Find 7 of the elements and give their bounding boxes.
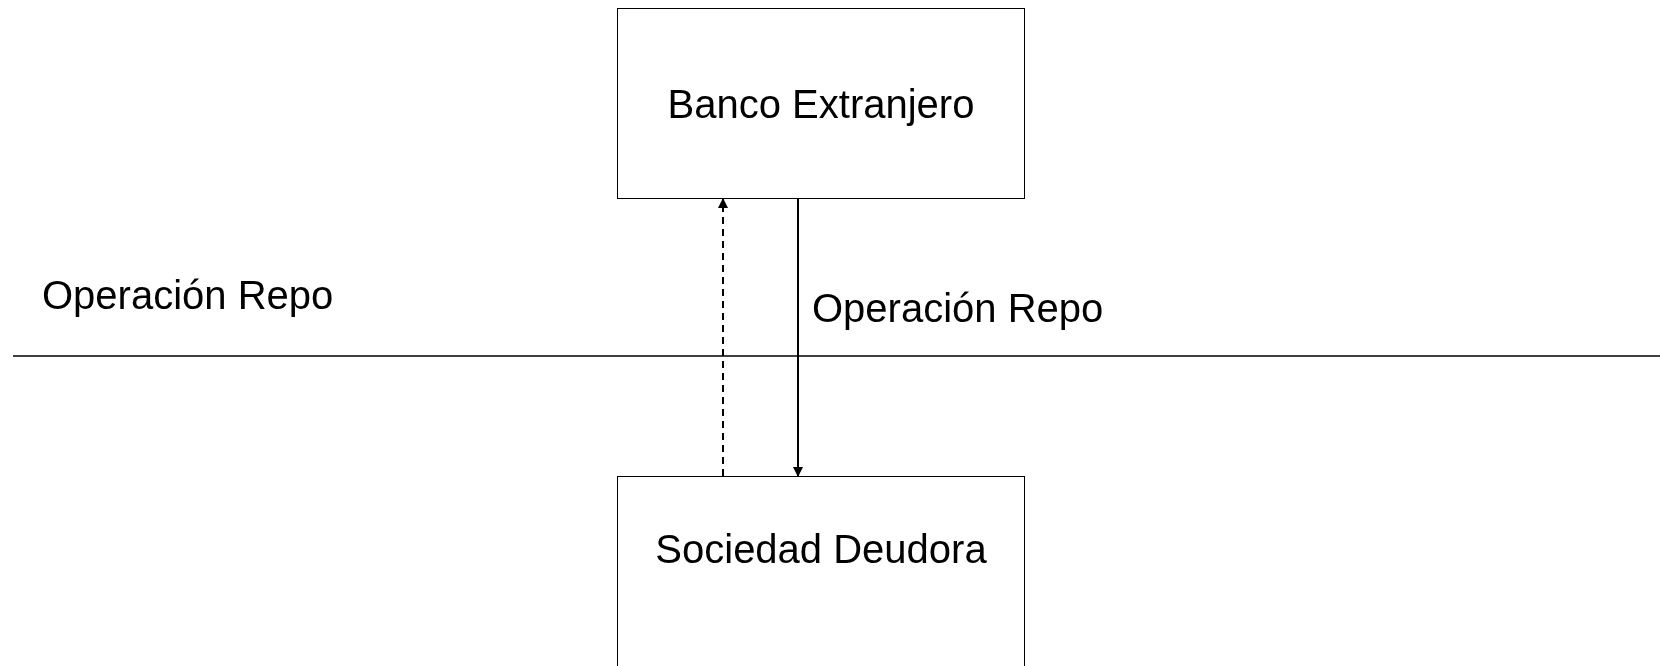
entity-box xyxy=(617,476,1025,666)
box-label: Banco Extranjero xyxy=(667,80,975,128)
text-label: Operación Repo xyxy=(42,272,334,319)
arrow xyxy=(793,198,803,477)
arrow xyxy=(718,198,728,477)
box-label: Sociedad Deudora xyxy=(655,526,987,573)
entity-box xyxy=(617,8,1025,199)
